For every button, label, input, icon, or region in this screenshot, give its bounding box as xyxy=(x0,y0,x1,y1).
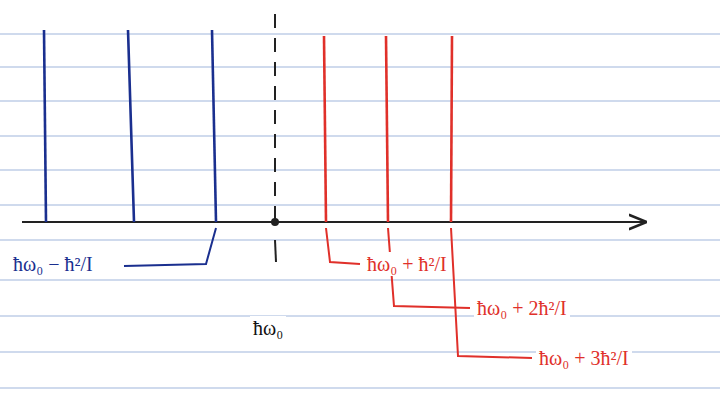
paper-rules xyxy=(0,34,720,388)
blue-lines xyxy=(44,30,216,222)
energy-label: ħω₀ xyxy=(250,316,286,340)
red-lines xyxy=(324,36,452,222)
energy-label: ħω₀ − ħ²/I xyxy=(10,252,96,276)
leader-line xyxy=(326,228,532,358)
energy-label: ħω₀ + 3ħ²/I xyxy=(536,346,632,370)
energy-label: ħω₀ + ħ²/I xyxy=(364,252,450,276)
energy-label: ħω₀ + 2ħ²/I xyxy=(474,296,570,320)
leader-line xyxy=(124,228,216,266)
center-line xyxy=(272,14,278,262)
energy-axis xyxy=(22,221,645,223)
